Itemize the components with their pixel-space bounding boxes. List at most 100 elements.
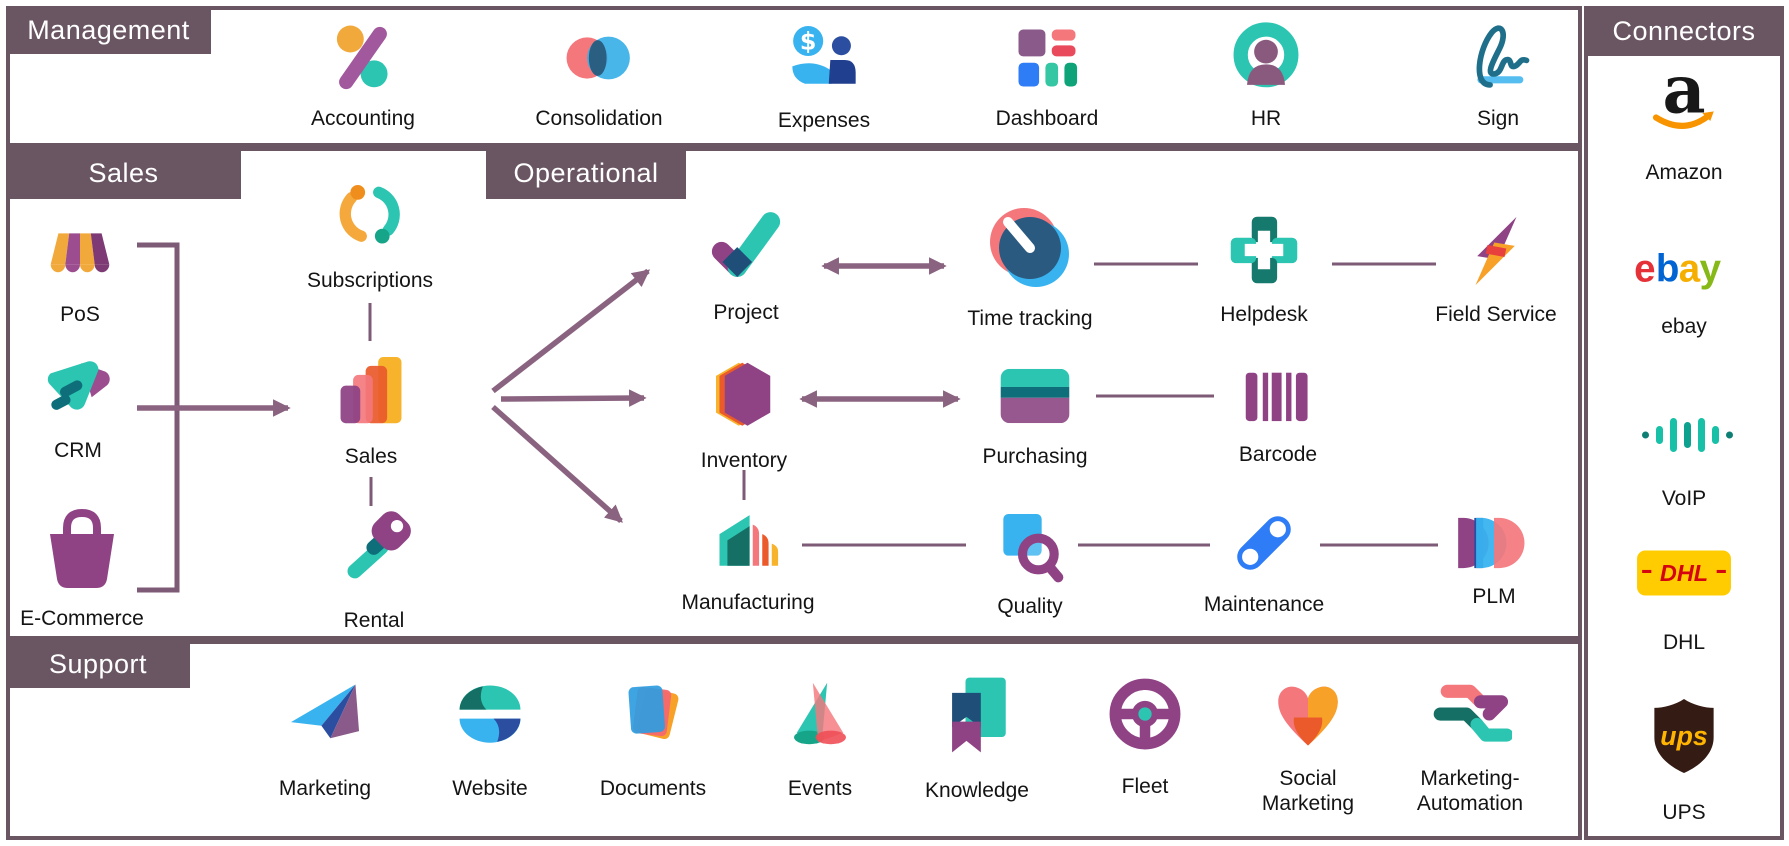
app-label: Knowledge [925, 779, 1029, 802]
app-fieldservice: Field Service [1411, 210, 1581, 327]
app-plm: PLM [1419, 512, 1569, 609]
svg-text:y: y [1700, 247, 1722, 290]
app-manufacturing: Manufacturing [653, 504, 843, 615]
striped-card-icon [1000, 368, 1070, 424]
svg-text:a: a [1679, 247, 1701, 290]
app-label: Consolidation [535, 107, 663, 130]
app-accounting: Accounting [288, 20, 438, 131]
flow-chevrons-icon [1433, 684, 1512, 742]
magnifier-square-icon [1003, 514, 1064, 583]
lightning-icon [1475, 216, 1517, 286]
app-marketing-automation: Marketing-Automation [1405, 672, 1535, 816]
section-tab-sales: Sales [6, 147, 241, 199]
app-label: PLM [1472, 585, 1516, 608]
svg-text:ups: ups [1660, 721, 1707, 751]
app-label: Dashboard [995, 107, 1099, 130]
app-voip: VoIP [1599, 408, 1769, 511]
stacked-pages-icon [628, 685, 679, 740]
bookmarks-icon [952, 677, 1006, 753]
app-label: Quality [997, 595, 1063, 618]
app-label: Events [787, 777, 853, 800]
stacked-d-icon [1458, 517, 1525, 569]
key-icon [347, 511, 411, 579]
svg-text:a: a [1662, 58, 1705, 128]
app-label: UPS [1662, 801, 1706, 824]
amazon-logo-icon: a [1652, 58, 1714, 129]
app-label: PoS [60, 303, 100, 326]
app-label: Documents [599, 777, 707, 800]
svg-text:b: b [1656, 247, 1680, 290]
app-label: Rental [343, 609, 405, 632]
app-label: Amazon [1645, 161, 1723, 184]
svg-text:e: e [1634, 247, 1655, 290]
app-knowledge: Knowledge [902, 668, 1052, 803]
app-ebay: e b a y ebay [1599, 244, 1769, 339]
app-events: Events [745, 672, 895, 801]
checkmark-icon [711, 212, 781, 277]
app-label: Barcode [1238, 443, 1318, 466]
heart-icon [1278, 686, 1338, 746]
app-label: E-Commerce [20, 607, 144, 630]
app-label: Maintenance [1203, 593, 1325, 616]
app-timetracking: Time tracking [945, 200, 1115, 331]
section-tab-connectors: Connectors [1584, 6, 1784, 56]
app-project: Project [671, 206, 821, 325]
percent-icon [336, 25, 388, 90]
app-rental: Rental [299, 506, 449, 633]
app-inventory: Inventory [669, 354, 819, 473]
factory-wedges-icon [719, 515, 779, 566]
app-social-marketing: Social Marketing [1253, 672, 1363, 816]
app-label: Expenses [777, 109, 871, 132]
hexagon-box-icon [716, 362, 771, 426]
person-badge-icon [1233, 22, 1299, 88]
overlapping-circles-icon [566, 36, 630, 80]
app-label: Inventory [700, 449, 788, 472]
section-tab-operational: Operational [486, 147, 686, 199]
app-website: Website [415, 672, 565, 801]
app-barcode: Barcode [1203, 360, 1353, 467]
app-dhl: DHL DHL [1599, 540, 1769, 655]
app-ecommerce: E-Commerce [0, 500, 167, 631]
app-label: Manufacturing [681, 591, 815, 614]
app-helpdesk: Helpdesk [1189, 208, 1339, 327]
app-label: Sales [344, 445, 398, 468]
svg-text:DHL: DHL [1660, 560, 1708, 586]
app-label: ebay [1661, 315, 1707, 338]
app-consolidation: Consolidation [524, 20, 674, 131]
handshake-icon [47, 361, 110, 410]
sales-operational-section-box [6, 147, 1582, 640]
app-label: HR [1250, 107, 1282, 130]
app-documents: Documents [578, 672, 728, 801]
app-maintenance: Maintenance [1179, 504, 1349, 617]
app-expenses: $ Expenses [749, 22, 899, 133]
app-label: Field Service [1435, 303, 1557, 326]
arrow-sales-to-manufacturing [491, 404, 623, 524]
svg-text:$: $ [800, 28, 817, 56]
app-label: Subscriptions [306, 269, 434, 292]
app-quality: Quality [955, 504, 1105, 619]
app-label: Social Marketing [1261, 767, 1355, 815]
ups-shield-icon: ups [1654, 698, 1714, 774]
app-label: Marketing [278, 777, 372, 800]
spotlights-icon [794, 682, 846, 745]
spinner-wrench-icon [1237, 516, 1291, 570]
app-fleet: Fleet [1070, 672, 1220, 799]
app-pos: PoS [5, 218, 155, 327]
app-label: Project [713, 301, 779, 324]
ebay-logo-icon: e b a y [1634, 247, 1722, 290]
app-label: Time tracking [967, 307, 1093, 330]
globe-sphere-icon [459, 685, 521, 743]
section-tab-support: Support [6, 640, 190, 688]
app-hr: HR [1191, 20, 1341, 131]
app-label: Fleet [1121, 775, 1169, 798]
dollar-person-icon: $ [792, 25, 856, 84]
paper-plane-icon [290, 684, 360, 739]
app-purchasing: Purchasing [960, 358, 1110, 469]
app-label: Sign [1476, 107, 1520, 130]
circular-arrows-icon [339, 185, 400, 244]
dhl-logo-icon: DHL [1637, 550, 1731, 596]
app-dashboard: Dashboard [972, 20, 1122, 131]
app-crm: CRM [3, 346, 153, 463]
